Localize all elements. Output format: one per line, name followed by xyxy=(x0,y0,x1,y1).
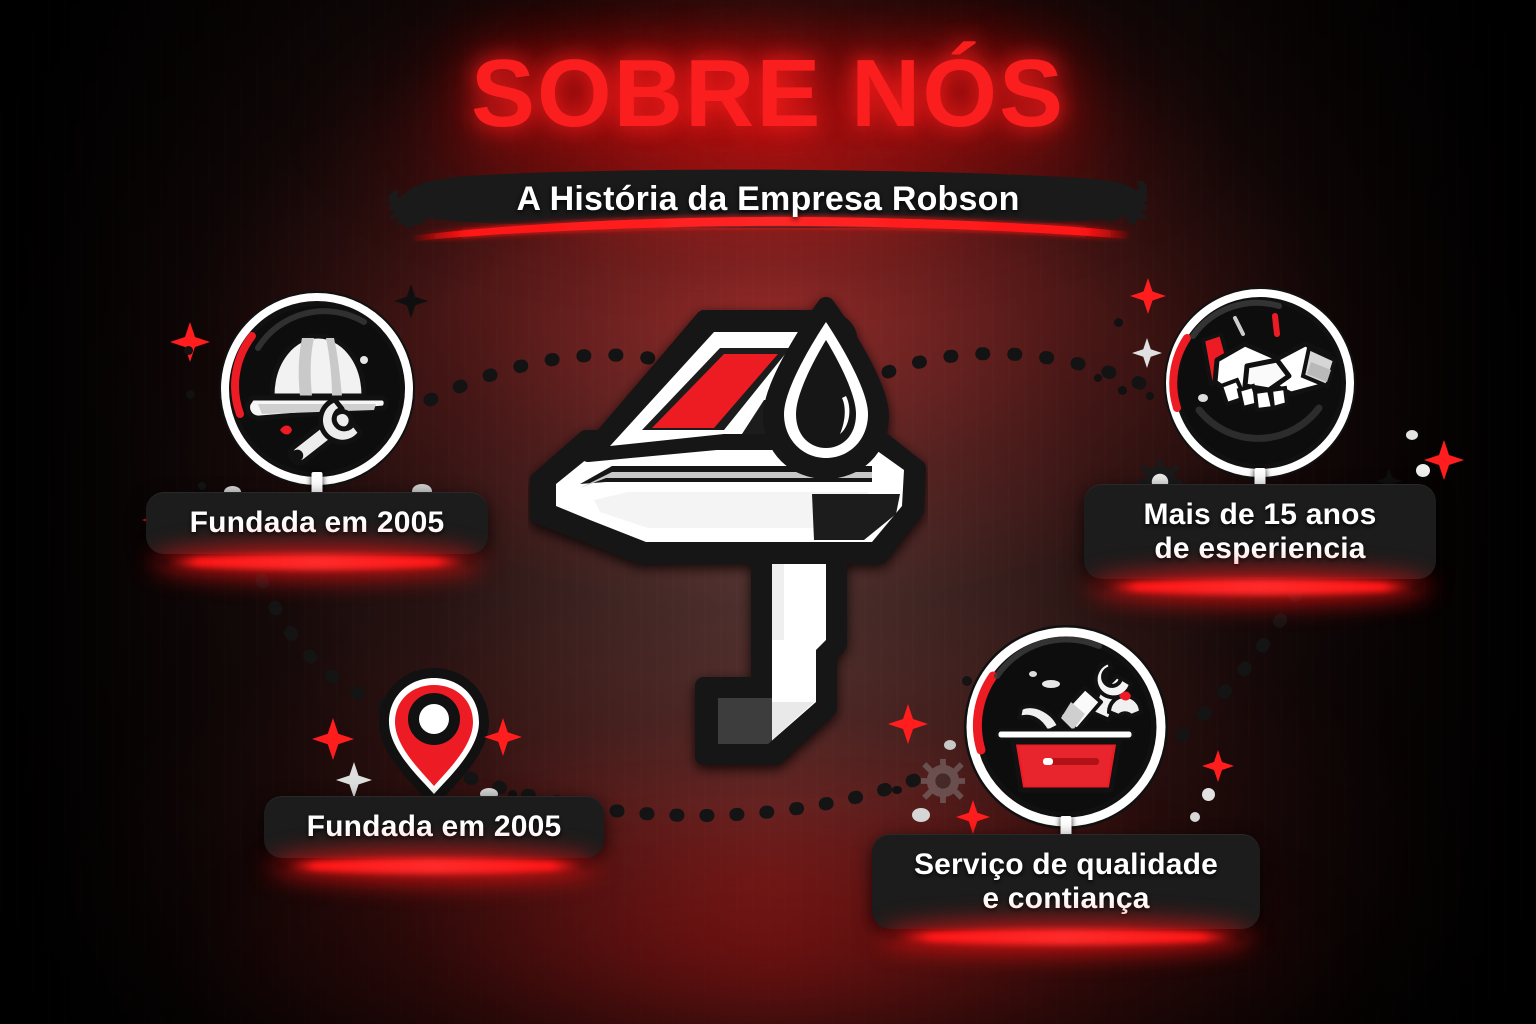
node-label-founded-top[interactable]: Fundada em 2005 xyxy=(146,492,488,570)
sparkle-icon xyxy=(394,284,428,318)
sparkle-icon xyxy=(956,800,990,834)
hard-hat-wrench-badge[interactable] xyxy=(214,286,420,506)
speck xyxy=(508,790,517,799)
speck xyxy=(912,808,930,822)
speck xyxy=(944,740,956,750)
node-label-location[interactable]: Fundada em 2005 xyxy=(264,796,604,874)
handshake-badge[interactable] xyxy=(1159,282,1361,502)
speck xyxy=(892,786,902,794)
speck xyxy=(1202,788,1215,801)
speck xyxy=(1146,392,1154,400)
node-experience[interactable]: Mais de 15 anos de esperiencia xyxy=(1084,278,1464,596)
speck xyxy=(1190,812,1200,822)
speck xyxy=(1416,464,1430,477)
brush-stroke-banner xyxy=(389,169,1147,230)
label-line: de esperiencia xyxy=(1154,531,1366,565)
speck xyxy=(186,390,195,399)
sparkle-icon xyxy=(888,704,928,744)
sparkle-icon xyxy=(1202,750,1234,782)
label-underglow xyxy=(887,929,1245,946)
map-pin-badge[interactable] xyxy=(369,664,499,812)
subtitle-banner: A História da Empresa Robson xyxy=(0,168,1536,258)
node-location[interactable]: Fundada em 2005 xyxy=(264,664,604,874)
speck xyxy=(198,482,206,490)
robson-gutter-logo xyxy=(528,288,928,788)
sparkle-icon xyxy=(336,762,372,798)
page-title: SOBRE NÓS xyxy=(470,40,1066,147)
handshake-icon xyxy=(1164,287,1356,479)
label-line: Mais de 15 anos xyxy=(1143,498,1377,531)
sparkle-icon xyxy=(484,718,522,756)
sparkle-icon xyxy=(1424,440,1464,480)
header: SOBRE NÓS xyxy=(0,0,1536,260)
sparkle-icon xyxy=(170,322,210,362)
hard-hat-wrench-icon xyxy=(219,291,415,487)
badge-stem xyxy=(311,472,323,506)
sparkle-icon xyxy=(1130,278,1166,314)
sparkle-icon xyxy=(1376,468,1402,494)
speck xyxy=(962,676,972,686)
node-founded-top[interactable]: Fundada em 2005 xyxy=(142,284,488,570)
toolbox-badge[interactable] xyxy=(959,620,1173,850)
label-line: Serviço de qualidade xyxy=(913,848,1219,881)
label-line: Fundada em 2005 xyxy=(306,810,562,843)
map-pin-icon xyxy=(379,668,489,808)
speck xyxy=(1094,374,1102,382)
label-underglow xyxy=(277,857,591,874)
sparkle-icon xyxy=(1132,338,1162,368)
speck xyxy=(1406,430,1418,440)
node-quality[interactable]: Serviço de qualidade e contiança xyxy=(872,620,1260,946)
label-line: Fundada em 2005 xyxy=(189,506,445,539)
node-label-experience[interactable]: Mais de 15 anos de esperiencia xyxy=(1084,484,1436,596)
speck xyxy=(1114,318,1123,327)
speck xyxy=(184,346,193,355)
speck xyxy=(1118,386,1127,395)
gear-icon xyxy=(920,758,966,804)
sparkle-icon xyxy=(312,718,354,760)
page-subtitle: A História da Empresa Robson xyxy=(516,180,1020,218)
brush-underline xyxy=(411,216,1131,241)
label-line: e contiança xyxy=(982,881,1150,915)
toolbox-icon xyxy=(964,625,1168,829)
node-label-quality[interactable]: Serviço de qualidade e contiança xyxy=(872,834,1260,946)
label-underglow xyxy=(159,553,475,570)
badge-stem xyxy=(1060,816,1072,850)
